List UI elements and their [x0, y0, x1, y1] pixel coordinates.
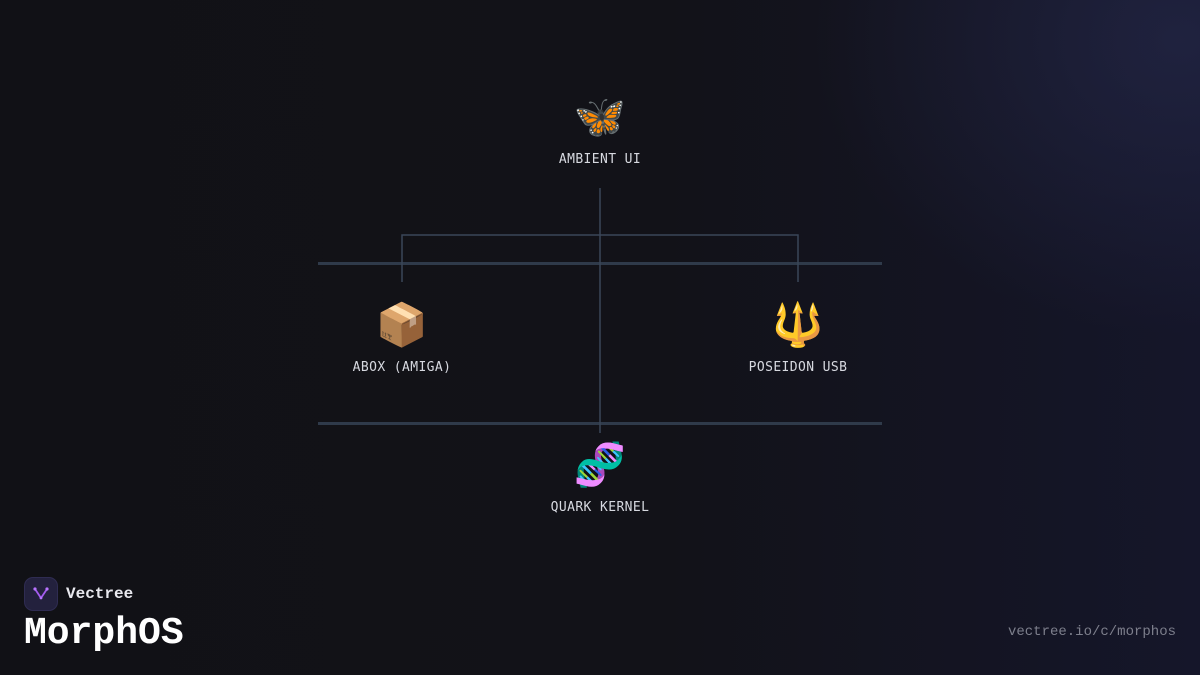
package-icon: 📦	[375, 300, 429, 349]
source-url[interactable]: vectree.io/c/morphos	[1007, 624, 1176, 640]
node-ambient-ui: 🦋 AMBIENT UI	[559, 92, 641, 167]
butterfly-icon: 🦋	[573, 92, 627, 141]
brand: Vectree	[24, 577, 133, 611]
vectree-logo-icon	[24, 577, 58, 611]
node-quark-kernel: 🧬 QUARK KERNEL	[551, 440, 650, 515]
brand-name: Vectree	[66, 585, 134, 603]
node-label: QUARK KERNEL	[550, 500, 650, 515]
edge-ambient-branches	[401, 234, 799, 282]
page-title: MorphOS	[24, 612, 184, 655]
node-label: ABOX (AMIGA)	[352, 360, 452, 375]
node-label: POSEIDON USB	[748, 360, 848, 375]
trident-icon: 🔱	[771, 300, 825, 349]
node-abox: 📦 ABOX (AMIGA)	[353, 300, 452, 375]
node-poseidon-usb: 🔱 POSEIDON USB	[749, 300, 848, 375]
node-label: AMBIENT UI	[558, 152, 642, 167]
dna-icon: 🧬	[573, 440, 627, 489]
